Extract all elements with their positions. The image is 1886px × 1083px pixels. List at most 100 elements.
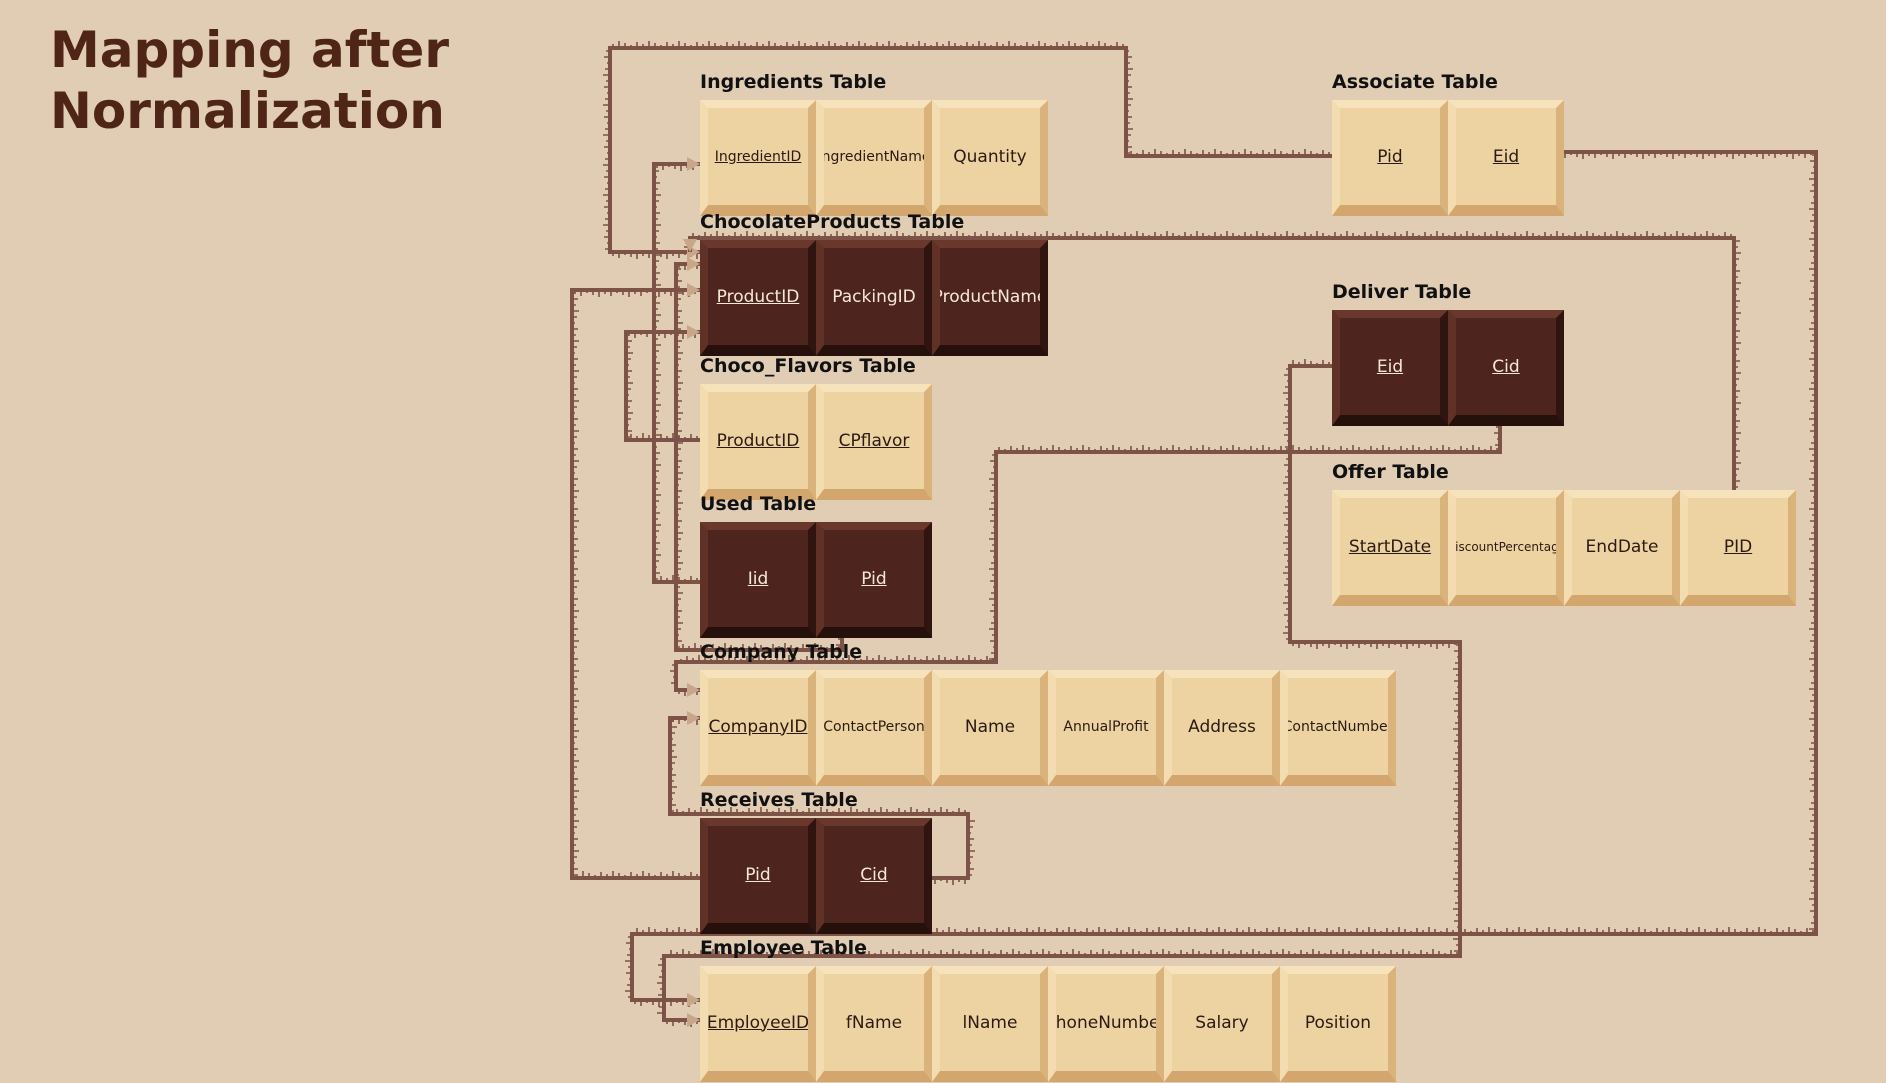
column-label: Quantity [953, 146, 1027, 167]
column-label: Eid [1376, 356, 1404, 377]
column-cid: Cid [1448, 310, 1564, 426]
connector-line [674, 424, 1502, 692]
column-fname: fName [816, 966, 932, 1082]
column-cid: Cid [816, 818, 932, 934]
column-label: Address [1188, 716, 1256, 737]
table-name: ChocolateProducts Table [700, 211, 965, 233]
table-name: Employee Table [700, 937, 868, 959]
column-startdate: StartDate [1332, 490, 1448, 606]
column-employeeid: EmployeeID [700, 966, 816, 1082]
table-name: Company Table [700, 641, 863, 663]
column-salary: Salary [1164, 966, 1280, 1082]
column-iid: Iid [700, 522, 816, 638]
column-address: Address [1164, 670, 1280, 786]
column-phonenumber: PhoneNumber [1048, 966, 1164, 1082]
column-row: Pid Cid [700, 818, 932, 934]
connector-fringe [657, 359, 1460, 1027]
column-label: DiscountPercentage [1448, 539, 1564, 554]
table-name: Ingredients Table [700, 71, 887, 93]
column-ingredientname: IngredientName [816, 100, 932, 216]
column-label: PackingID [832, 286, 916, 307]
column-position: Position [1280, 966, 1396, 1082]
table-name: Receives Table [700, 789, 858, 811]
column-label: Name [964, 716, 1016, 737]
column-label: CPflavor [838, 430, 910, 451]
column-label: PID [1723, 536, 1753, 557]
arrowhead-icon [687, 257, 700, 271]
column-label: Pid [861, 568, 887, 589]
column-productname: ProductName [932, 240, 1048, 356]
column-label: ProductID [716, 430, 800, 451]
column-discountpercentage: DiscountPercentage [1448, 490, 1564, 606]
column-row: ProductID PackingID ProductName [700, 240, 1048, 356]
connector-fringe [572, 290, 698, 878]
arrowhead-icon [687, 157, 700, 171]
connector-fringe [670, 426, 1500, 696]
arrowhead-icon [687, 283, 700, 297]
link-deliver-cid-companyid [670, 424, 1502, 697]
column-row: Eid Cid [1332, 310, 1564, 426]
table-name: Offer Table [1332, 461, 1449, 483]
column-label: Cid [860, 864, 888, 885]
link-deliver-eid-employeeid [657, 359, 1462, 1027]
link-used-pid-productid [674, 257, 844, 652]
link-receives-pid-productid [570, 283, 700, 880]
connector-fringe [684, 231, 1741, 488]
table-name: Used Table [700, 493, 817, 515]
column-label: IngredientID [714, 148, 802, 165]
column-contactperson: ContactPerson [816, 670, 932, 786]
connector-fringe [626, 332, 698, 440]
connector-line [668, 716, 970, 880]
column-productid: ProductID [700, 384, 816, 500]
column-label: IngredientName [817, 148, 931, 165]
column-pid: Pid [1332, 100, 1448, 216]
column-label: lName [962, 1012, 1018, 1033]
column-label: ContactNumber [1282, 718, 1394, 735]
column-row: ProductID CPflavor [700, 384, 932, 500]
column-label: Pid [745, 864, 771, 885]
table-name: Choco_Flavors Table [700, 355, 916, 377]
connector-line [570, 288, 700, 880]
column-enddate: EndDate [1564, 490, 1680, 606]
column-companyid: CompanyID [700, 670, 816, 786]
column-quantity: Quantity [932, 100, 1048, 216]
connector-line [662, 364, 1462, 1022]
column-label: ProductName [932, 286, 1048, 307]
column-label: EndDate [1585, 536, 1659, 557]
column-pid: PID [1680, 490, 1796, 606]
column-row: Iid Pid [700, 522, 932, 638]
column-label: CompanyID [708, 716, 808, 737]
column-productid: ProductID [700, 240, 816, 356]
column-label: Position [1304, 1012, 1372, 1033]
connector-fringe [603, 41, 1330, 259]
column-pid: Pid [700, 818, 816, 934]
column-label: Eid [1492, 146, 1520, 167]
column-label: Iid [747, 568, 769, 589]
column-label: EmployeeID [706, 1012, 810, 1033]
column-label: ContactPerson [823, 718, 925, 735]
column-label: PhoneNumber [1048, 1012, 1164, 1033]
column-label: fName [845, 1012, 903, 1033]
column-row: StartDate DiscountPercentage EndDate PID [1332, 490, 1796, 606]
arrowhead-icon [687, 325, 700, 339]
column-row: Pid Eid [1332, 100, 1564, 216]
page-title: Mapping after Normalization [50, 20, 449, 142]
link-flavors-productid [624, 325, 700, 442]
column-label: ProductID [716, 286, 800, 307]
column-pid: Pid [816, 522, 932, 638]
column-label: StartDate [1348, 536, 1432, 557]
connector-fringe [676, 264, 842, 650]
arrowhead-icon [687, 683, 700, 697]
column-eid: Eid [1448, 100, 1564, 216]
arrowhead-icon [687, 993, 700, 1007]
arrowhead-icon [683, 239, 697, 252]
column-eid: Eid [1332, 310, 1448, 426]
